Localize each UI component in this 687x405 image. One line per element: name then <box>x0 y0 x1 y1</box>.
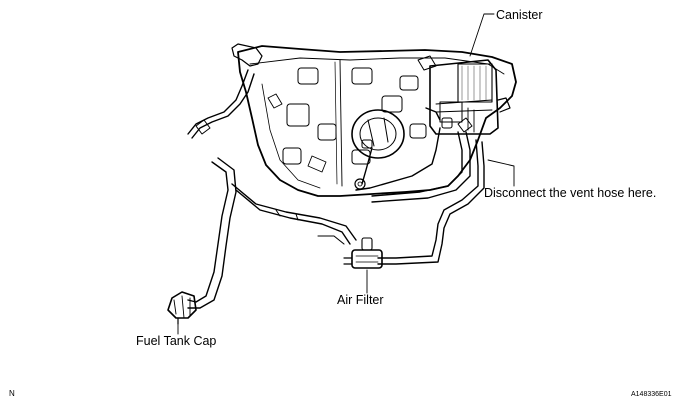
air-filter <box>343 237 383 269</box>
fuel-tank-cap-label: Fuel Tank Cap <box>136 334 217 348</box>
evap-lines <box>355 107 485 265</box>
filler-neck <box>167 43 357 325</box>
figure-code: A148336E01 <box>631 391 672 398</box>
air-filter-label: Air Filter <box>337 293 384 307</box>
vent-hose-label: Disconnect the vent hose here. <box>484 186 657 200</box>
leader-canister <box>469 13 495 57</box>
leader-lines <box>177 13 515 335</box>
canister <box>417 55 511 135</box>
fuel-pump-assembly <box>351 109 405 159</box>
canister-label: Canister <box>496 8 543 22</box>
fuel-tank <box>237 45 517 197</box>
corner-mark: N <box>9 389 15 398</box>
leader-vent-hose <box>487 159 515 187</box>
